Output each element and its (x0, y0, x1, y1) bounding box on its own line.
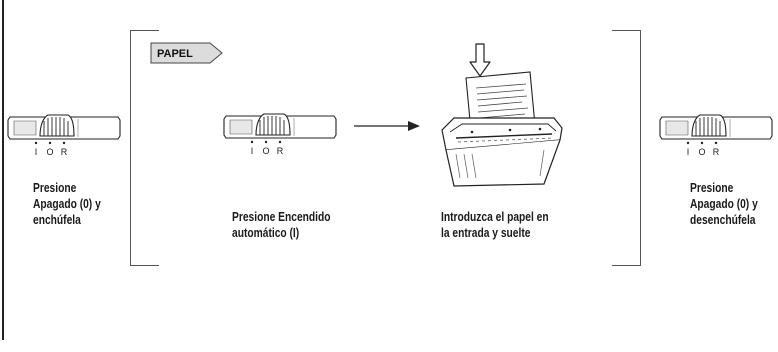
step-3-caption: Introduzca el papel en la entrada y suel… (441, 210, 549, 240)
switch-position-off: O (262, 146, 269, 156)
switch-position-off: O (46, 147, 53, 157)
switch-position-on: I (251, 146, 254, 156)
page-margin-rule (2, 0, 4, 340)
switch-position-reverse: R (277, 146, 284, 156)
switch-position-on: I (35, 147, 38, 157)
switch-position-reverse: R (61, 147, 68, 157)
switch-grip-ridges (255, 113, 291, 136)
switch-grip-ridges (39, 114, 75, 137)
switch-position-on: I (687, 147, 690, 157)
switch-position-reverse: R (713, 147, 720, 157)
step-4-caption: Presione Apagado (0) y desenchúfela (690, 181, 758, 227)
paper-section-bracket-right (612, 30, 641, 266)
step-1-caption: Presione Apagado (0) y enchúfela (33, 181, 101, 227)
paper-section-bracket-left (130, 30, 159, 266)
paper-shredder-illustration (441, 43, 563, 187)
insert-down-arrow-icon (469, 43, 491, 77)
rocker-switch-2: I O R (223, 113, 337, 156)
switch-grip-ridges (691, 114, 727, 137)
rocker-switch-1: I O R (7, 114, 121, 157)
switch-position-off: O (698, 147, 705, 157)
rocker-switch-3: I O R (659, 114, 773, 157)
right-arrow-icon (354, 121, 420, 131)
papel-tag: PAPEL (150, 42, 223, 64)
papel-tag-label: PAPEL (157, 48, 193, 60)
step-2-caption: Presione Encendido automático (I) (232, 210, 331, 240)
